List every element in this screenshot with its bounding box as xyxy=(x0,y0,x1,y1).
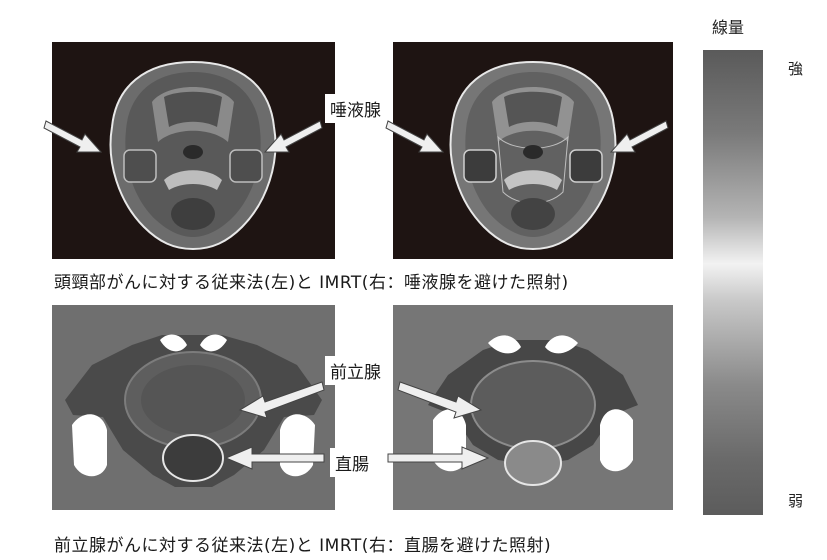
prostate-conventional-panel xyxy=(52,305,335,510)
dose-scale-low-label: 弱 xyxy=(788,490,803,511)
prostate-imrt-panel xyxy=(393,305,673,510)
dose-scale-title: 線量 xyxy=(712,14,744,38)
dose-scale-high-label: 強 xyxy=(788,58,803,79)
head-neck-imrt-panel xyxy=(393,42,673,259)
salivary-gland-label: 唾液腺 xyxy=(325,94,386,123)
head-neck-conventional-panel xyxy=(52,42,335,259)
head-neck-caption: 頭頸部がんに対する従来法(左)と IMRT(右：唾液腺を避けた照射) xyxy=(54,268,569,293)
prostate-caption: 前立腺がんに対する従来法(左)と IMRT(右：直腸を避けた照射) xyxy=(54,531,551,556)
prostate-label: 前立腺 xyxy=(325,356,386,385)
dose-scale-bar xyxy=(703,50,763,515)
rectum-label: 直腸 xyxy=(330,448,374,477)
